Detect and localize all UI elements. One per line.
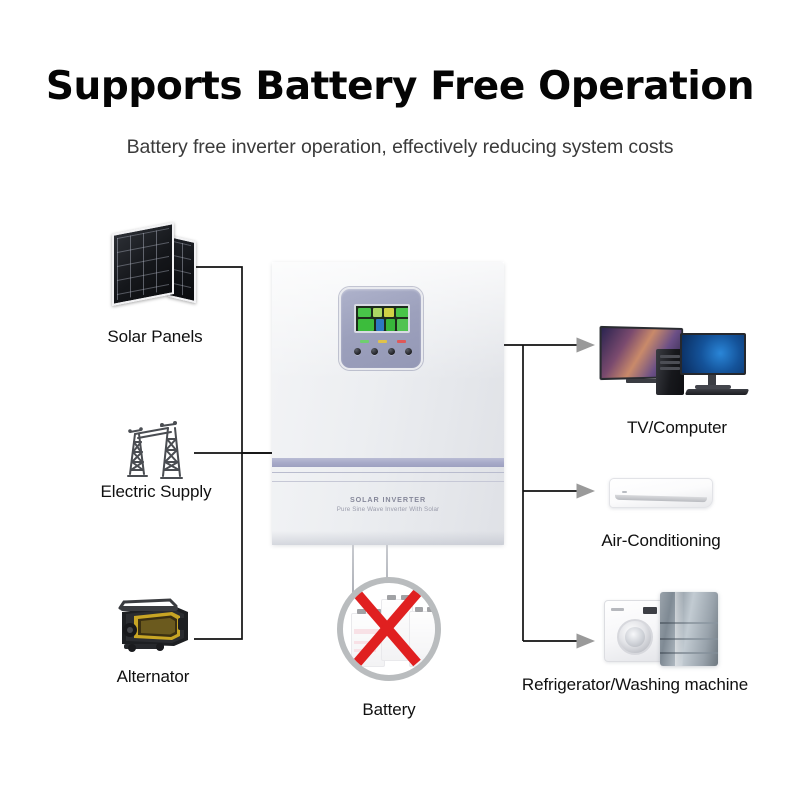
led-green — [359, 340, 369, 343]
ac-unit-body — [609, 478, 713, 508]
led-yellow — [378, 340, 388, 343]
monitor-display — [680, 333, 746, 375]
monitor-neck — [708, 375, 716, 386]
solar-inverter-device[interactable]: SOLAR INVERTER Pure Sine Wave Inverter W… — [272, 262, 504, 545]
device-hairline-1 — [272, 472, 504, 473]
panel-button-1[interactable] — [354, 347, 361, 355]
ac-indicator — [622, 491, 627, 493]
red-cross-icon — [351, 587, 423, 667]
solar-cell-grid — [173, 240, 191, 298]
fridge-washer-icon[interactable] — [604, 592, 732, 666]
monitor-base — [695, 385, 731, 389]
fridge-door-line-2 — [660, 638, 718, 640]
tv-stand — [626, 379, 660, 383]
fridge-sheen — [675, 592, 684, 666]
status-leds — [355, 339, 411, 344]
panel-buttons[interactable] — [354, 346, 412, 356]
keyboard — [684, 389, 750, 395]
label-solar-panels: Solar Panels — [107, 327, 203, 346]
input-wires — [194, 266, 284, 640]
solar-panel-icon[interactable] — [112, 221, 208, 307]
tv-computer-icon[interactable] — [599, 325, 750, 399]
refrigerator — [660, 592, 718, 666]
solar-panel-primary — [112, 221, 174, 307]
washer-glass — [625, 627, 645, 647]
panel-button-2[interactable] — [371, 347, 378, 355]
pylon-glyph — [127, 421, 183, 479]
label-air-conditioning: Air-Conditioning — [601, 531, 721, 550]
page-subtitle: Battery free inverter operation, effecti… — [126, 136, 674, 158]
page-title: Supports Battery Free Operation — [45, 64, 755, 109]
pc-tower — [656, 349, 684, 395]
label-electric-supply: Electric Supply — [100, 482, 212, 501]
washer-logo — [611, 608, 624, 611]
washer-door — [617, 619, 653, 655]
panel-button-3[interactable] — [388, 347, 395, 355]
output-wires — [497, 337, 595, 649]
label-battery: Battery — [362, 700, 416, 719]
device-bottom-shade — [272, 531, 504, 545]
panel-button-4[interactable] — [405, 347, 412, 355]
transmission-tower-icon[interactable] — [118, 418, 194, 480]
fridge-door-line-3 — [660, 652, 718, 654]
solar-cell-grid — [117, 227, 169, 301]
battery-cable-negative — [386, 545, 388, 593]
washing-machine — [604, 600, 666, 662]
accent-band — [272, 458, 504, 467]
led-red — [397, 340, 407, 343]
inverter-control-panel[interactable] — [339, 287, 423, 370]
generator-icon[interactable] — [112, 598, 194, 654]
device-tagline: Pure Sine Wave Inverter With Solar — [336, 506, 440, 513]
label-tv-computer: TV/Computer — [627, 418, 727, 437]
battery-cable-positive — [352, 545, 354, 593]
fridge-door-line-1 — [660, 622, 718, 624]
label-refrigerator-washing-machine: Refrigerator/Washing machine — [521, 675, 749, 694]
air-conditioner-icon[interactable] — [609, 478, 713, 516]
label-alternator: Alternator — [116, 667, 190, 686]
exclusion-circle — [337, 577, 441, 681]
device-hairline-2 — [272, 481, 504, 482]
lcd-screen — [354, 304, 410, 333]
battery-icon[interactable] — [337, 577, 441, 681]
washer-dial — [643, 607, 657, 614]
device-brand: SOLAR INVERTER — [349, 495, 427, 504]
washer-control-panel — [610, 606, 662, 615]
generator-glyph — [118, 598, 188, 652]
